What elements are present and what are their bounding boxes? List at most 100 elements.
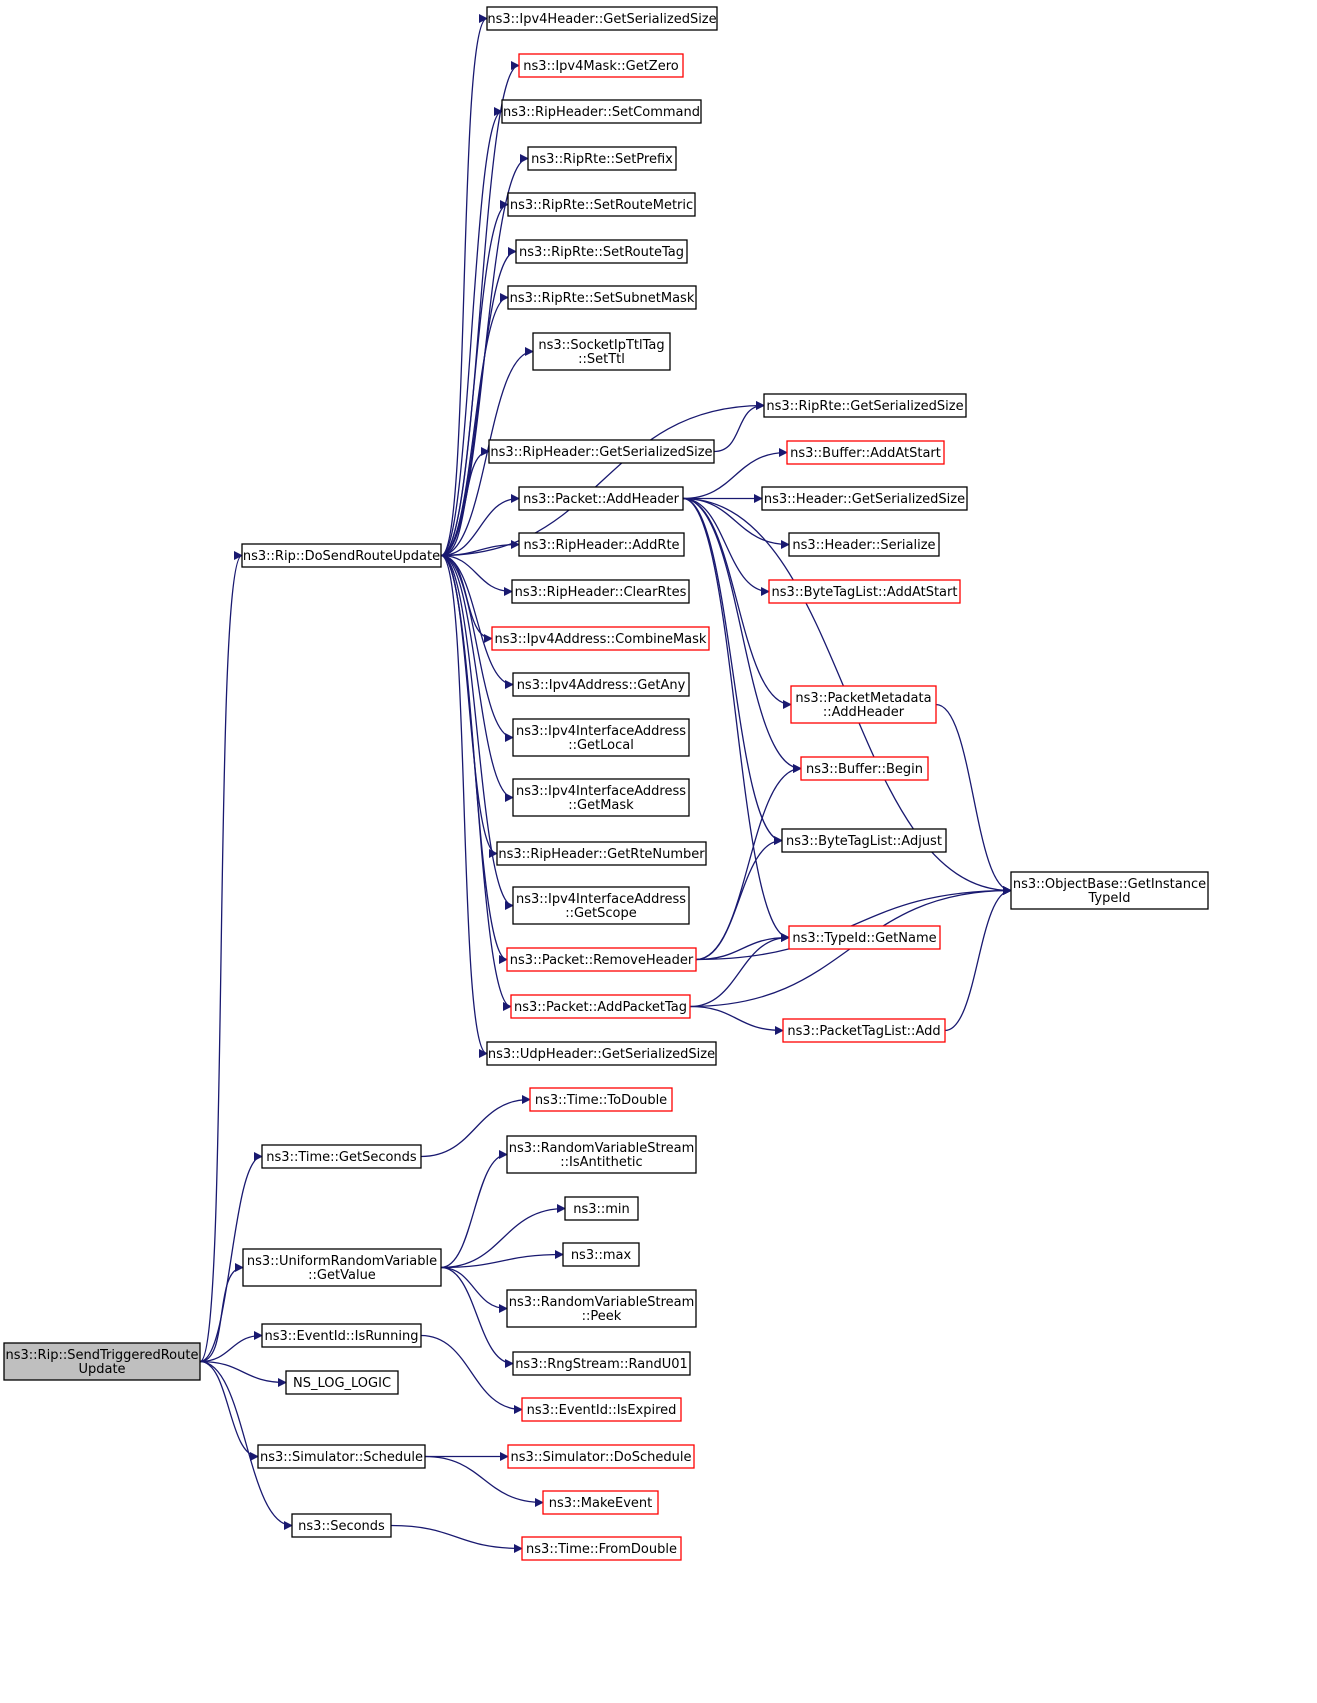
node-box[interactable] xyxy=(786,440,945,465)
node-ns3-riprte-setroutemetric[interactable]: ns3::RipRte::SetRouteMetric xyxy=(507,192,696,217)
node-ns3-min[interactable]: ns3::min xyxy=(564,1196,639,1221)
node-ns3-riprte-setroutetag[interactable]: ns3::RipRte::SetRouteTag xyxy=(515,239,688,264)
node-ns3-packet-removeheader[interactable]: ns3::Packet::RemoveHeader xyxy=(506,947,697,972)
node-ns3-ripheader-clearrtes[interactable]: ns3::RipHeader::ClearRtes xyxy=(511,579,690,604)
node-box[interactable] xyxy=(506,947,697,972)
node-ns3-socketipttltag-setttl[interactable]: ns3::SocketIpTtlTag::SetTtl xyxy=(532,332,671,371)
node-ns3-simulator-schedule[interactable]: ns3::Simulator::Schedule xyxy=(257,1444,426,1469)
node-box[interactable] xyxy=(781,828,947,853)
node-box[interactable] xyxy=(488,439,715,464)
node-box[interactable] xyxy=(506,1135,697,1174)
node-box[interactable] xyxy=(790,685,937,724)
node-ns3-randomvariablestream-isantithetic[interactable]: ns3::RandomVariableStream::IsAntithetic xyxy=(506,1135,697,1174)
node-ns3-packet-addpackettag[interactable]: ns3::Packet::AddPacketTag xyxy=(510,994,691,1019)
node-box[interactable] xyxy=(512,778,690,817)
node-box[interactable] xyxy=(512,1351,691,1376)
node-ns3-header-getserializedsize[interactable]: ns3::Header::GetSerializedSize xyxy=(761,486,968,511)
node-ns-log-logic[interactable]: NS_LOG_LOGIC xyxy=(285,1370,399,1395)
node-box[interactable] xyxy=(506,1289,697,1328)
node-ns3-udpheader-getserializedsize[interactable]: ns3::UdpHeader::GetSerializedSize xyxy=(486,1041,717,1066)
node-box[interactable] xyxy=(518,532,685,557)
node-ns3-riprte-getserializedsize[interactable]: ns3::RipRte::GetSerializedSize xyxy=(763,393,967,418)
node-ns3-bytetaglist-adjust[interactable]: ns3::ByteTagList::Adjust xyxy=(781,828,947,853)
node-box[interactable] xyxy=(542,1490,659,1515)
node-box[interactable] xyxy=(763,393,967,418)
node-ns3-ipv4interfaceaddress-getlocal[interactable]: ns3::Ipv4InterfaceAddress::GetLocal xyxy=(512,718,690,757)
node-box[interactable] xyxy=(257,1444,426,1469)
node-box[interactable] xyxy=(529,1087,673,1112)
node-box[interactable] xyxy=(788,925,941,950)
node-ns3-eventid-isrunning[interactable]: ns3::EventId::IsRunning xyxy=(261,1323,422,1348)
node-box[interactable] xyxy=(761,486,968,511)
node-box[interactable] xyxy=(518,486,684,511)
node-box[interactable] xyxy=(564,1196,639,1221)
node-box[interactable] xyxy=(521,1397,682,1422)
node-ns3-ipv4header-getserializedsize[interactable]: ns3::Ipv4Header::GetSerializedSize xyxy=(486,6,718,31)
node-ns3-buffer-begin[interactable]: ns3::Buffer::Begin xyxy=(800,756,929,781)
node-ns3-rngstream-randu01[interactable]: ns3::RngStream::RandU01 xyxy=(512,1351,691,1376)
node-ns3-ipv4interfaceaddress-getscope[interactable]: ns3::Ipv4InterfaceAddress::GetScope xyxy=(512,886,690,925)
node-box[interactable] xyxy=(788,532,940,557)
node-ns3-rip-dosendrouteupdate[interactable]: ns3::Rip::DoSendRouteUpdate xyxy=(241,543,442,568)
node-ns3-eventid-isexpired[interactable]: ns3::EventId::IsExpired xyxy=(521,1397,682,1422)
node-box[interactable] xyxy=(527,146,677,171)
node-ns3-simulator-doschedule[interactable]: ns3::Simulator::DoSchedule xyxy=(507,1444,695,1469)
node-box[interactable] xyxy=(515,239,688,264)
node-box[interactable] xyxy=(518,53,684,78)
node-box[interactable] xyxy=(285,1370,399,1395)
node-ns3-ripheader-getserializedsize[interactable]: ns3::RipHeader::GetSerializedSize xyxy=(488,439,715,464)
node-box[interactable] xyxy=(782,1018,946,1043)
node-box[interactable] xyxy=(512,672,690,697)
node-box[interactable] xyxy=(768,579,961,604)
node-ns3-ipv4interfaceaddress-getmask[interactable]: ns3::Ipv4InterfaceAddress::GetMask xyxy=(512,778,690,817)
node-box[interactable] xyxy=(521,1536,682,1561)
node-ns3-ipv4mask-getzero[interactable]: ns3::Ipv4Mask::GetZero xyxy=(518,53,684,78)
node-ns3-ripheader-getrtenumber[interactable]: ns3::RipHeader::GetRteNumber xyxy=(496,841,707,866)
node-ns3-bytetaglist-addatstart[interactable]: ns3::ByteTagList::AddAtStart xyxy=(768,579,961,604)
node-box[interactable] xyxy=(1010,871,1209,910)
node-ns3-buffer-addatstart[interactable]: ns3::Buffer::AddAtStart xyxy=(786,440,945,465)
node-ns3-time-getseconds[interactable]: ns3::Time::GetSeconds xyxy=(261,1144,422,1169)
node-ns3-riprte-setsubnetmask[interactable]: ns3::RipRte::SetSubnetMask xyxy=(507,285,697,310)
node-ns3-typeid-getname[interactable]: ns3::TypeId::GetName xyxy=(788,925,941,950)
node-box[interactable] xyxy=(510,994,691,1019)
node-box[interactable] xyxy=(261,1323,422,1348)
node-ns3-packet-addheader[interactable]: ns3::Packet::AddHeader xyxy=(518,486,684,511)
node-ns3-randomvariablestream-peek[interactable]: ns3::RandomVariableStream::Peek xyxy=(506,1289,697,1328)
node-box[interactable] xyxy=(291,1513,392,1538)
node-ns3-max[interactable]: ns3::max xyxy=(562,1242,640,1267)
node-box[interactable] xyxy=(501,99,702,124)
node-ns3-header-serialize[interactable]: ns3::Header::Serialize xyxy=(788,532,940,557)
node-ns3-uniformrandomvariable-getvalue[interactable]: ns3::UniformRandomVariable::GetValue xyxy=(242,1248,442,1287)
node-ns3-ipv4address-getany[interactable]: ns3::Ipv4Address::GetAny xyxy=(512,672,690,697)
node-box[interactable] xyxy=(242,1248,442,1287)
node-ns3-makeevent[interactable]: ns3::MakeEvent xyxy=(542,1490,659,1515)
node-box[interactable] xyxy=(3,1342,201,1381)
node-ns3-time-fromdouble[interactable]: ns3::Time::FromDouble xyxy=(521,1536,682,1561)
node-box[interactable] xyxy=(261,1144,422,1169)
node-box[interactable] xyxy=(241,543,442,568)
node-ns3-time-todouble[interactable]: ns3::Time::ToDouble xyxy=(529,1087,673,1112)
node-ns3-riprte-setprefix[interactable]: ns3::RipRte::SetPrefix xyxy=(527,146,677,171)
node-box[interactable] xyxy=(512,718,690,757)
node-ns3-packettaglist-add[interactable]: ns3::PacketTagList::Add xyxy=(782,1018,946,1043)
node-box[interactable] xyxy=(496,841,707,866)
node-ns3-ripheader-addrte[interactable]: ns3::RipHeader::AddRte xyxy=(518,532,685,557)
node-box[interactable] xyxy=(507,192,696,217)
node-ns3-ripheader-setcommand[interactable]: ns3::RipHeader::SetCommand xyxy=(501,99,702,124)
node-ns3-ipv4address-combinemask[interactable]: ns3::Ipv4Address::CombineMask xyxy=(491,626,710,651)
node-box[interactable] xyxy=(532,332,671,371)
node-box[interactable] xyxy=(486,6,718,31)
node-box[interactable] xyxy=(800,756,929,781)
node-box[interactable] xyxy=(486,1041,717,1066)
node-box[interactable] xyxy=(562,1242,640,1267)
node-ns3-seconds[interactable]: ns3::Seconds xyxy=(291,1513,392,1538)
node-box[interactable] xyxy=(511,579,690,604)
node-box[interactable] xyxy=(512,886,690,925)
node-box[interactable] xyxy=(491,626,710,651)
node-box[interactable] xyxy=(507,285,697,310)
node-ns3-packetmetadata-addheader[interactable]: ns3::PacketMetadata::AddHeader xyxy=(790,685,937,724)
node-box[interactable] xyxy=(507,1444,695,1469)
